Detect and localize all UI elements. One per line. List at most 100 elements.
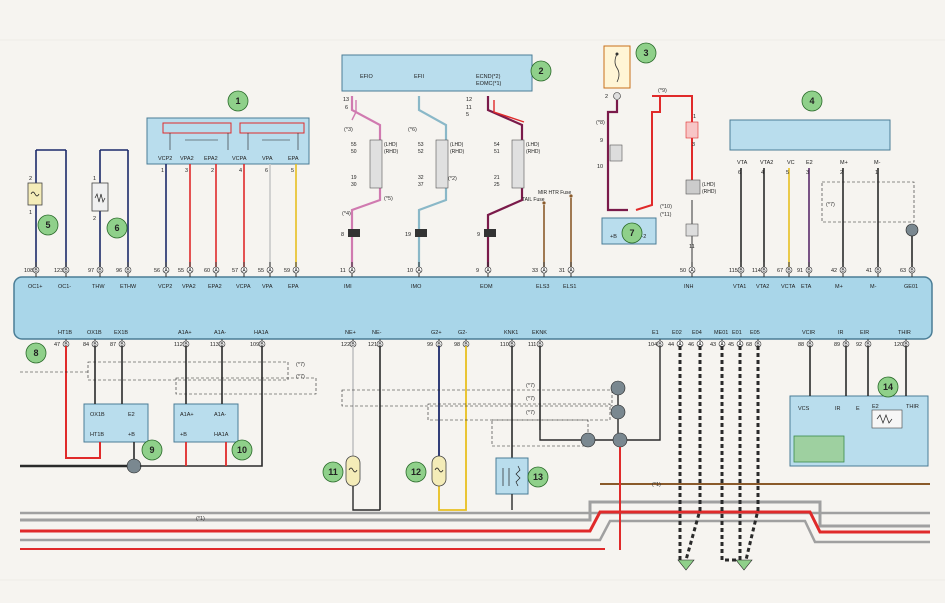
page-grid	[0, 39, 945, 581]
relay-n11: 21	[494, 175, 500, 181]
c4-pin-6: 6	[738, 170, 741, 176]
badge-number: 5	[45, 220, 50, 230]
note-3: (*3)	[344, 127, 353, 133]
c14-vcs: VCS	[798, 406, 810, 412]
note-7c: (*7)	[526, 383, 535, 389]
bottom-pin-number: 98	[454, 342, 460, 348]
note-7f: (*7)	[826, 202, 835, 208]
bottom-pin-conn: B	[538, 342, 542, 348]
relay-a5: (LHD)	[526, 142, 540, 148]
top-pin-label: VPA2	[182, 284, 196, 290]
shield-dashed-2	[175, 377, 317, 395]
relay-j1: 8	[341, 232, 344, 238]
c1-pin-1: 1	[161, 168, 164, 174]
top-pin-conn: A	[690, 268, 694, 274]
top-pin-conn: B	[98, 268, 102, 274]
c4-pin-2: 2	[840, 170, 843, 176]
badge-component-5: 5	[37, 214, 59, 236]
bottom-pin-label: ME01	[714, 330, 728, 336]
bottom-pin-conn: A	[678, 342, 682, 348]
top-pin-label: M+	[835, 284, 843, 290]
c4-pin-3: 3	[806, 170, 809, 176]
relay-n12: 25	[494, 182, 500, 188]
relay-a6: (RHD)	[526, 149, 540, 155]
badge-component-7: 7	[621, 222, 643, 244]
bottom-pin-conn: B	[437, 342, 441, 348]
component-7-wires	[606, 95, 693, 268]
relay-pin-labels: 55 50 19 30 53 52 32 37 54 51 21 25 (LHD…	[341, 142, 540, 238]
badge-number: 1	[235, 96, 240, 106]
c7-pos-label: +B	[610, 234, 617, 240]
top-pin-label: VCPA	[236, 284, 251, 290]
relay-connector-blocks	[348, 139, 525, 237]
mir-htr-fuse-label: MIR HTR Fuse	[538, 190, 572, 196]
c2-econd-label: ECND(*2)	[476, 74, 501, 80]
bottom-pin-label: VCIR	[802, 330, 815, 336]
top-pin-number: 55	[178, 268, 184, 274]
note-4: (*4)	[342, 211, 351, 217]
c7-rhd: (RHD)	[702, 189, 716, 195]
badge-number: 3	[643, 48, 648, 58]
bottom-pin-conn: B	[808, 342, 812, 348]
note-11: (*11)	[660, 212, 672, 218]
top-pin-number: 42	[831, 268, 837, 274]
badge-component-12: 12	[405, 461, 427, 483]
top-pin-conn: B	[807, 268, 811, 274]
c2-pin-5: 5	[466, 112, 469, 118]
c7-pin-3: 3	[692, 142, 695, 148]
component-7-parts: +B −2 (LHD) (RHD) 1 3 11 9 10	[597, 114, 716, 250]
top-pin-number: 57	[232, 268, 238, 274]
bottom-pin-conn: B	[120, 342, 124, 348]
c1-pin-6: 6	[265, 168, 268, 174]
top-pin-conn: B	[910, 268, 914, 274]
c4-mm-label: M-	[874, 160, 881, 166]
bottom-pin-conn: B	[866, 342, 870, 348]
c7-pin-10: 10	[597, 164, 603, 170]
c2-eomc-label: EOMC(*1)	[476, 81, 502, 87]
component-10-af-sensor: A1A+ A1A- +B HA1A	[173, 346, 239, 466]
note-2: (*2)	[448, 176, 457, 182]
top-pin-number: 123	[54, 268, 63, 274]
bottom-pin-number: 109	[250, 342, 259, 348]
relay-n9: 54	[494, 142, 500, 148]
component-14-air-flow-meter: VCS IR E E2 THIR	[789, 346, 929, 467]
c10-ha1a: HA1A	[214, 432, 229, 438]
component-4-pin-numbers: 6 4 5 3 2 1	[738, 170, 878, 176]
bottom-pin-number: 68	[746, 342, 752, 348]
top-pin-label: M-	[870, 284, 877, 290]
bottom-pin-conn: B	[904, 342, 908, 348]
top-pin-label: VCTA	[781, 284, 796, 290]
top-pin-conn: A	[214, 268, 218, 274]
top-pin-conn: B	[876, 268, 880, 274]
badge-component-6: 6	[106, 217, 128, 239]
top-pin-conn: B	[787, 268, 791, 274]
shield-dashed-4	[427, 403, 611, 421]
c4-e2-label: E2	[806, 160, 813, 166]
top-pin-label: IMI	[344, 284, 352, 290]
c5-pin-2: 2	[29, 176, 32, 182]
relay-n5: 53	[418, 142, 424, 148]
relay-n2: 50	[351, 149, 357, 155]
badge-component-14: 14	[877, 376, 899, 398]
c4-vta-label: VTA	[737, 160, 748, 166]
bottom-pin-conn: B	[220, 342, 224, 348]
top-pin-conn: B	[841, 268, 845, 274]
top-pin-number: 114	[752, 268, 761, 274]
bottom-pin-label: EKNK	[532, 330, 547, 336]
bottom-pin-number: 112	[174, 342, 183, 348]
c7-pin-9: 9	[600, 138, 603, 144]
c1-vpa2-label: VPA2	[180, 156, 194, 162]
top-pin-label: VTA1	[733, 284, 746, 290]
